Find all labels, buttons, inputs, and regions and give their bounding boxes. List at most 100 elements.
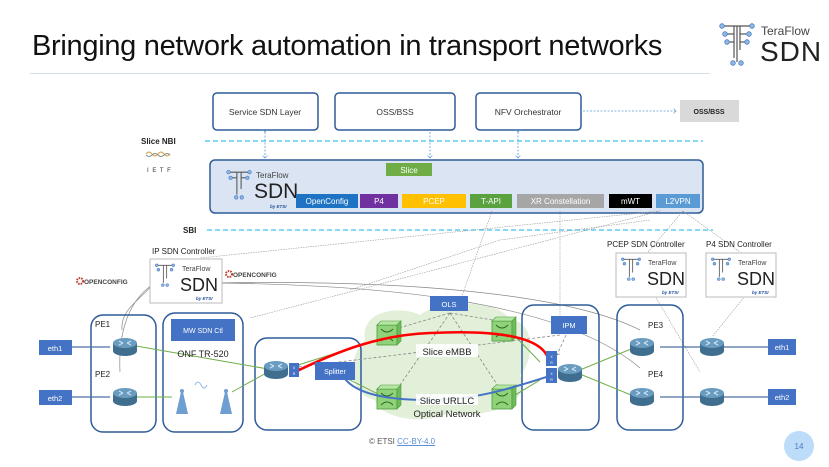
top-box-label: Service SDN Layer xyxy=(229,107,301,117)
logo-big: SDN xyxy=(180,275,218,295)
router-p4-1 xyxy=(699,337,725,357)
router-pe2 xyxy=(112,387,138,407)
svg-text:X: X xyxy=(550,372,553,376)
teraflow-logo: TeraFlow SDN xyxy=(717,20,821,70)
domain-box-xr-left xyxy=(254,337,362,431)
controller-by-etsi: by ETSI xyxy=(270,204,287,209)
ols-label: OLS xyxy=(441,300,456,309)
top-box-nfv-orchestrator: NFV Orchestrator xyxy=(475,92,582,131)
microwave-tower-icon xyxy=(220,389,232,414)
ols-box: OLS xyxy=(430,296,468,311)
ietf-text: I E T F xyxy=(147,168,172,174)
eth1-right: eth1 xyxy=(768,339,796,355)
xr-transceiver: X R xyxy=(289,363,299,377)
teraflow-logo-icon xyxy=(719,23,755,66)
eth2-left: eth2 xyxy=(39,390,72,405)
eth1-left: eth1 xyxy=(39,340,72,355)
copyright-text: © ETSI xyxy=(369,437,395,446)
logo-small: TeraFlow xyxy=(648,260,677,267)
plugin-label: XR Constellation xyxy=(531,197,591,206)
router-pe3 xyxy=(629,337,655,357)
ietf-logo: I E T F xyxy=(145,151,172,174)
plugin-label: PCEP xyxy=(423,197,445,206)
by-etsi: by ETSI xyxy=(662,290,679,295)
plugin-label: T-API xyxy=(481,197,501,206)
pcep-controller-title: PCEP SDN Controller xyxy=(607,240,685,249)
eth2-right: eth2 xyxy=(768,389,796,405)
title-divider xyxy=(30,73,710,74)
oxc-node xyxy=(376,320,402,346)
teraflow-logo-icon xyxy=(155,263,175,287)
plugin-openconfig: OpenConfig xyxy=(296,194,358,208)
splitter-box: Splitter xyxy=(315,362,355,380)
pe4-label: PE4 xyxy=(648,370,664,379)
pe1-label: PE1 xyxy=(95,320,111,329)
footer: © ETSI CC-BY-4.0 xyxy=(369,437,435,446)
ipm-label: IPM xyxy=(562,321,575,330)
by-etsi: by ETSI xyxy=(752,290,769,295)
optical-network-label: Optical Network xyxy=(413,409,480,420)
external-box-label: OSS/BSS xyxy=(693,109,724,116)
microwave-tower-icon xyxy=(176,389,188,414)
logo-small: TeraFlow xyxy=(182,266,211,273)
xr-transceiver: X R xyxy=(546,351,557,366)
logo-big: SDN xyxy=(647,269,685,289)
router-xr-right xyxy=(557,363,583,383)
controller-logo-big: SDN xyxy=(254,180,298,203)
mw-sdn-controller-box: MW SDN Ctl xyxy=(171,319,235,341)
teraflow-logo-icon xyxy=(226,170,252,200)
router-p4-2 xyxy=(699,387,725,407)
p4-controller-title: P4 SDN Controller xyxy=(706,240,772,249)
plugin-l2vpn: L2VPN xyxy=(656,194,700,208)
teraflow-logo-icon xyxy=(621,257,641,281)
plugin-t-api: T-API xyxy=(470,194,512,208)
external-oss-bss-box: OSS/BSS xyxy=(680,100,739,122)
plugin-xr-constellation: XR Constellation xyxy=(517,194,604,208)
slice-nbi-label: Slice NBI xyxy=(141,137,176,146)
control-lines xyxy=(199,210,746,373)
router-xr-left xyxy=(263,360,289,380)
logo-small-text: TeraFlow xyxy=(761,24,810,38)
slice-urllc-label: Slice URLLC xyxy=(420,396,475,407)
xr-transceiver: X R xyxy=(546,368,557,383)
ip-sdn-controller: TeraFlow SDN by ETSI xyxy=(149,258,223,304)
eth-label: eth2 xyxy=(775,393,790,402)
ip-controller-title: IP SDN Controller xyxy=(152,247,216,256)
controller-logo-small: TeraFlow xyxy=(256,171,289,180)
eth-label: eth2 xyxy=(48,394,63,403)
plugin-p4: P4 xyxy=(360,194,398,208)
onf-tr-label: ONF TR-520 xyxy=(177,349,228,359)
p4-sdn-controller: TeraFlow SDN by ETSI xyxy=(705,252,777,298)
sbi-label: SBI xyxy=(183,226,196,235)
slice-module-label: Slice xyxy=(400,166,418,175)
splitter-label: Splitter xyxy=(324,369,346,376)
plugin-label: mWT xyxy=(621,197,640,206)
plugin-label: P4 xyxy=(374,197,384,206)
top-box-service-sdn-layer: Service SDN Layer xyxy=(212,92,319,131)
svg-text:X: X xyxy=(550,355,553,359)
svg-text:X: X xyxy=(293,366,296,370)
svg-text:R: R xyxy=(293,372,296,376)
router-pe4 xyxy=(629,387,655,407)
pe2-label: PE2 xyxy=(95,370,111,379)
by-etsi: by ETSI xyxy=(196,296,213,301)
plugin-mwt: mWT xyxy=(609,194,652,208)
top-box-label: OSS/BSS xyxy=(376,107,414,117)
openconfig-logo-right: OPENCONFIG xyxy=(225,270,277,279)
logo-big: SDN xyxy=(737,269,775,289)
svg-text:R: R xyxy=(550,378,553,382)
eth-label: eth1 xyxy=(775,343,790,352)
pcep-sdn-controller: TeraFlow SDN by ETSI xyxy=(615,252,687,298)
domain-box-microwave xyxy=(162,312,244,433)
plugin-pcep: PCEP xyxy=(402,194,466,208)
slice-embb-label: Slice eMBB xyxy=(422,347,471,358)
oxc-node xyxy=(491,384,517,410)
openconfig-text: OPENCONFIG xyxy=(84,279,128,286)
domain-box-pe34 xyxy=(616,304,684,431)
top-box-label: NFV Orchestrator xyxy=(495,107,562,117)
license-link[interactable]: CC-BY-4.0 xyxy=(397,437,436,446)
mw-sdn-label: MW SDN Ctl xyxy=(183,328,223,335)
eth-label: eth1 xyxy=(48,344,63,353)
openconfig-text: OPENCONFIG xyxy=(233,272,277,279)
openconfig-logo-left: OPENCONFIG xyxy=(76,277,128,286)
